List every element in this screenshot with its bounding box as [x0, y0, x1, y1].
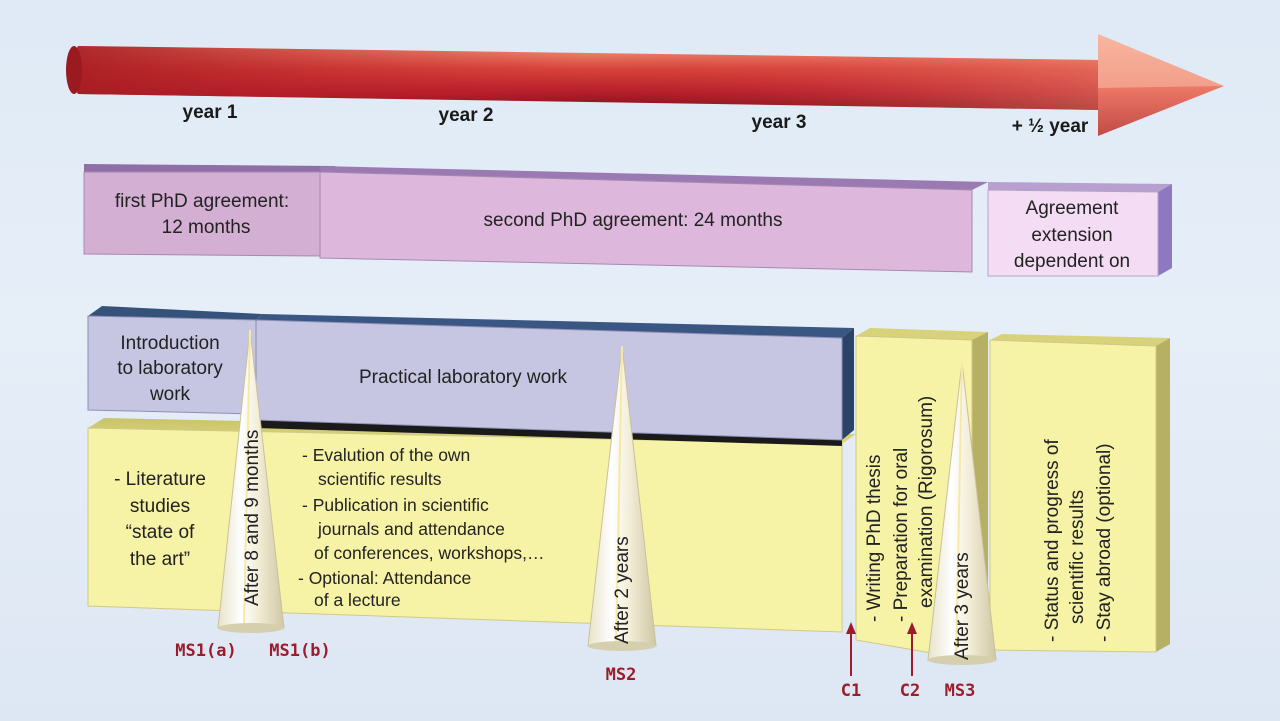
thesis-line1: - Writing PhD thesis: [864, 454, 885, 622]
intro-lab-line1: Introduction: [120, 333, 219, 354]
results-line1: - Evalution of the own: [302, 445, 470, 465]
status-slab: [989, 334, 1170, 653]
intro-lab-box: Introduction to laboratory work: [87, 306, 262, 415]
status-text: - Status and progress of scientific resu…: [1042, 439, 1115, 642]
c2-arrow: [907, 622, 917, 676]
status-line2: scientific results: [1067, 490, 1088, 624]
practical-lab-box: Practical laboratory work: [255, 314, 854, 446]
year-3-label: year 3: [752, 112, 807, 133]
year-1-label: year 1: [183, 102, 238, 123]
year-2-label: year 2: [439, 105, 494, 126]
literature-text: - Literature studies “state of the art”: [114, 469, 206, 570]
ms1-cone-label: After 8 and 9 months: [242, 430, 263, 606]
intro-lab-line2: to laboratory: [117, 358, 223, 379]
literature-line3: “state of: [126, 522, 195, 543]
literature-line4: the art”: [130, 549, 190, 570]
second-agreement-box: second PhD agreement: 24 months: [319, 166, 988, 273]
first-agreement-box: first PhD agreement: 12 months: [83, 164, 336, 257]
extension-line2: extension: [1031, 225, 1112, 246]
results-text: - Evalution of the own scientific result…: [298, 445, 545, 610]
literature-line1: - Literature: [114, 469, 206, 490]
ms2-cone-label: After 2 years: [612, 536, 633, 644]
second-agreement-text: second PhD agreement: 24 months: [484, 210, 783, 231]
results-line3: - Publication in scientific: [302, 495, 489, 515]
extension-line3: dependent on: [1014, 251, 1130, 272]
ms1b-label: MS1(b): [269, 641, 330, 661]
half-year-label: + ½ year: [1012, 116, 1089, 137]
results-line7: of a lecture: [314, 590, 401, 610]
thesis-line2: - Preparation for oral: [891, 448, 912, 622]
ms1-cone: [217, 329, 285, 633]
timeline-arrow: [66, 34, 1224, 136]
ms2-label: MS2: [606, 665, 637, 685]
literature-line2: studies: [130, 496, 190, 517]
ms1a-label: MS1(a): [175, 641, 236, 661]
ms3-label: MS3: [945, 681, 976, 701]
results-line5: of conferences, workshops,…: [314, 543, 545, 563]
status-line3: - Stay abroad (optional): [1094, 443, 1115, 642]
thesis-text: - Writing PhD thesis - Preparation for o…: [864, 396, 937, 622]
ms2-cone: [587, 345, 657, 651]
status-line1: - Status and progress of: [1042, 439, 1063, 642]
intro-lab-line3: work: [149, 384, 191, 405]
extension-box: Agreement extension dependent on: [987, 182, 1172, 277]
practical-lab-text: Practical laboratory work: [359, 367, 568, 388]
results-line6: - Optional: Attendance: [298, 568, 471, 588]
extension-line1: Agreement: [1026, 198, 1120, 219]
results-line2: scientific results: [318, 469, 442, 489]
thesis-line3: examination (Rigorosum): [916, 396, 937, 608]
first-agreement-line1: first PhD agreement:: [115, 191, 289, 212]
c1-label: C1: [841, 681, 861, 701]
results-line4: journals and attendance: [317, 519, 505, 539]
first-agreement-line2: 12 months: [162, 217, 251, 238]
ms3-cone: [927, 361, 997, 665]
c1-arrow: [846, 622, 856, 676]
c2-label: C2: [900, 681, 920, 701]
ms3-cone-label: After 3 years: [952, 552, 973, 660]
